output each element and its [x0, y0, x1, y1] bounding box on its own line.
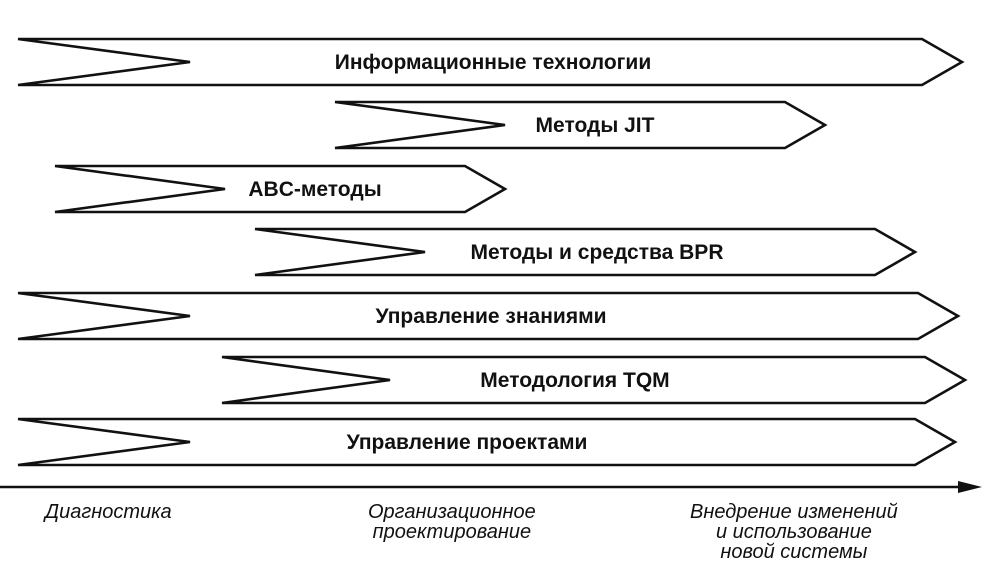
arrow-abc-methods: ABC-методы	[54, 164, 508, 214]
phase-line: и использование	[715, 521, 872, 543]
arrow-label: Информационные технологии	[335, 51, 651, 74]
arrow-label: Управление проектами	[347, 431, 588, 454]
arrow-label: Методы JIT	[536, 114, 655, 137]
arrow-project-management: Управление проектами	[17, 417, 958, 467]
arrow-shape	[17, 37, 965, 87]
arrow-knowledge-management: Управление знаниями	[17, 291, 961, 341]
timeline-axis	[0, 481, 982, 493]
arrow-jit-methods: Методы JIT	[334, 100, 828, 150]
arrow-shape	[17, 291, 961, 341]
phase-line: Внедрение изменений	[690, 501, 898, 523]
phase-line: Диагностика	[45, 501, 172, 523]
timeline-arrowhead	[958, 481, 982, 493]
arrow-shape	[334, 100, 828, 150]
arrow-shape	[221, 355, 968, 405]
arrow-label: Методы и средства BPR	[471, 241, 724, 264]
phase-line: Организационное	[368, 501, 536, 523]
arrow-shape	[54, 164, 508, 214]
phase-diagnostics: Диагностика	[45, 502, 172, 522]
arrow-label: Управление знаниями	[375, 305, 606, 328]
arrow-label: Методология TQM	[480, 369, 669, 392]
phase-organizational-design: Организационное проектирование	[368, 502, 536, 542]
phase-implementation: Внедрение изменений и использование ново…	[690, 502, 898, 562]
arrow-information-technologies: Информационные технологии	[17, 37, 965, 87]
arrow-shape	[17, 417, 958, 467]
phase-line: проектирование	[372, 521, 532, 543]
arrow-shape	[254, 227, 918, 277]
arrow-label: ABC-методы	[248, 178, 381, 201]
arrow-bpr-methods: Методы и средства BPR	[254, 227, 918, 277]
arrows-layer: Информационные технологии Методы JIT ABC…	[17, 37, 968, 467]
arrow-tqm-methodology: Методология TQM	[221, 355, 968, 405]
phase-line: новой системы	[720, 541, 868, 563]
